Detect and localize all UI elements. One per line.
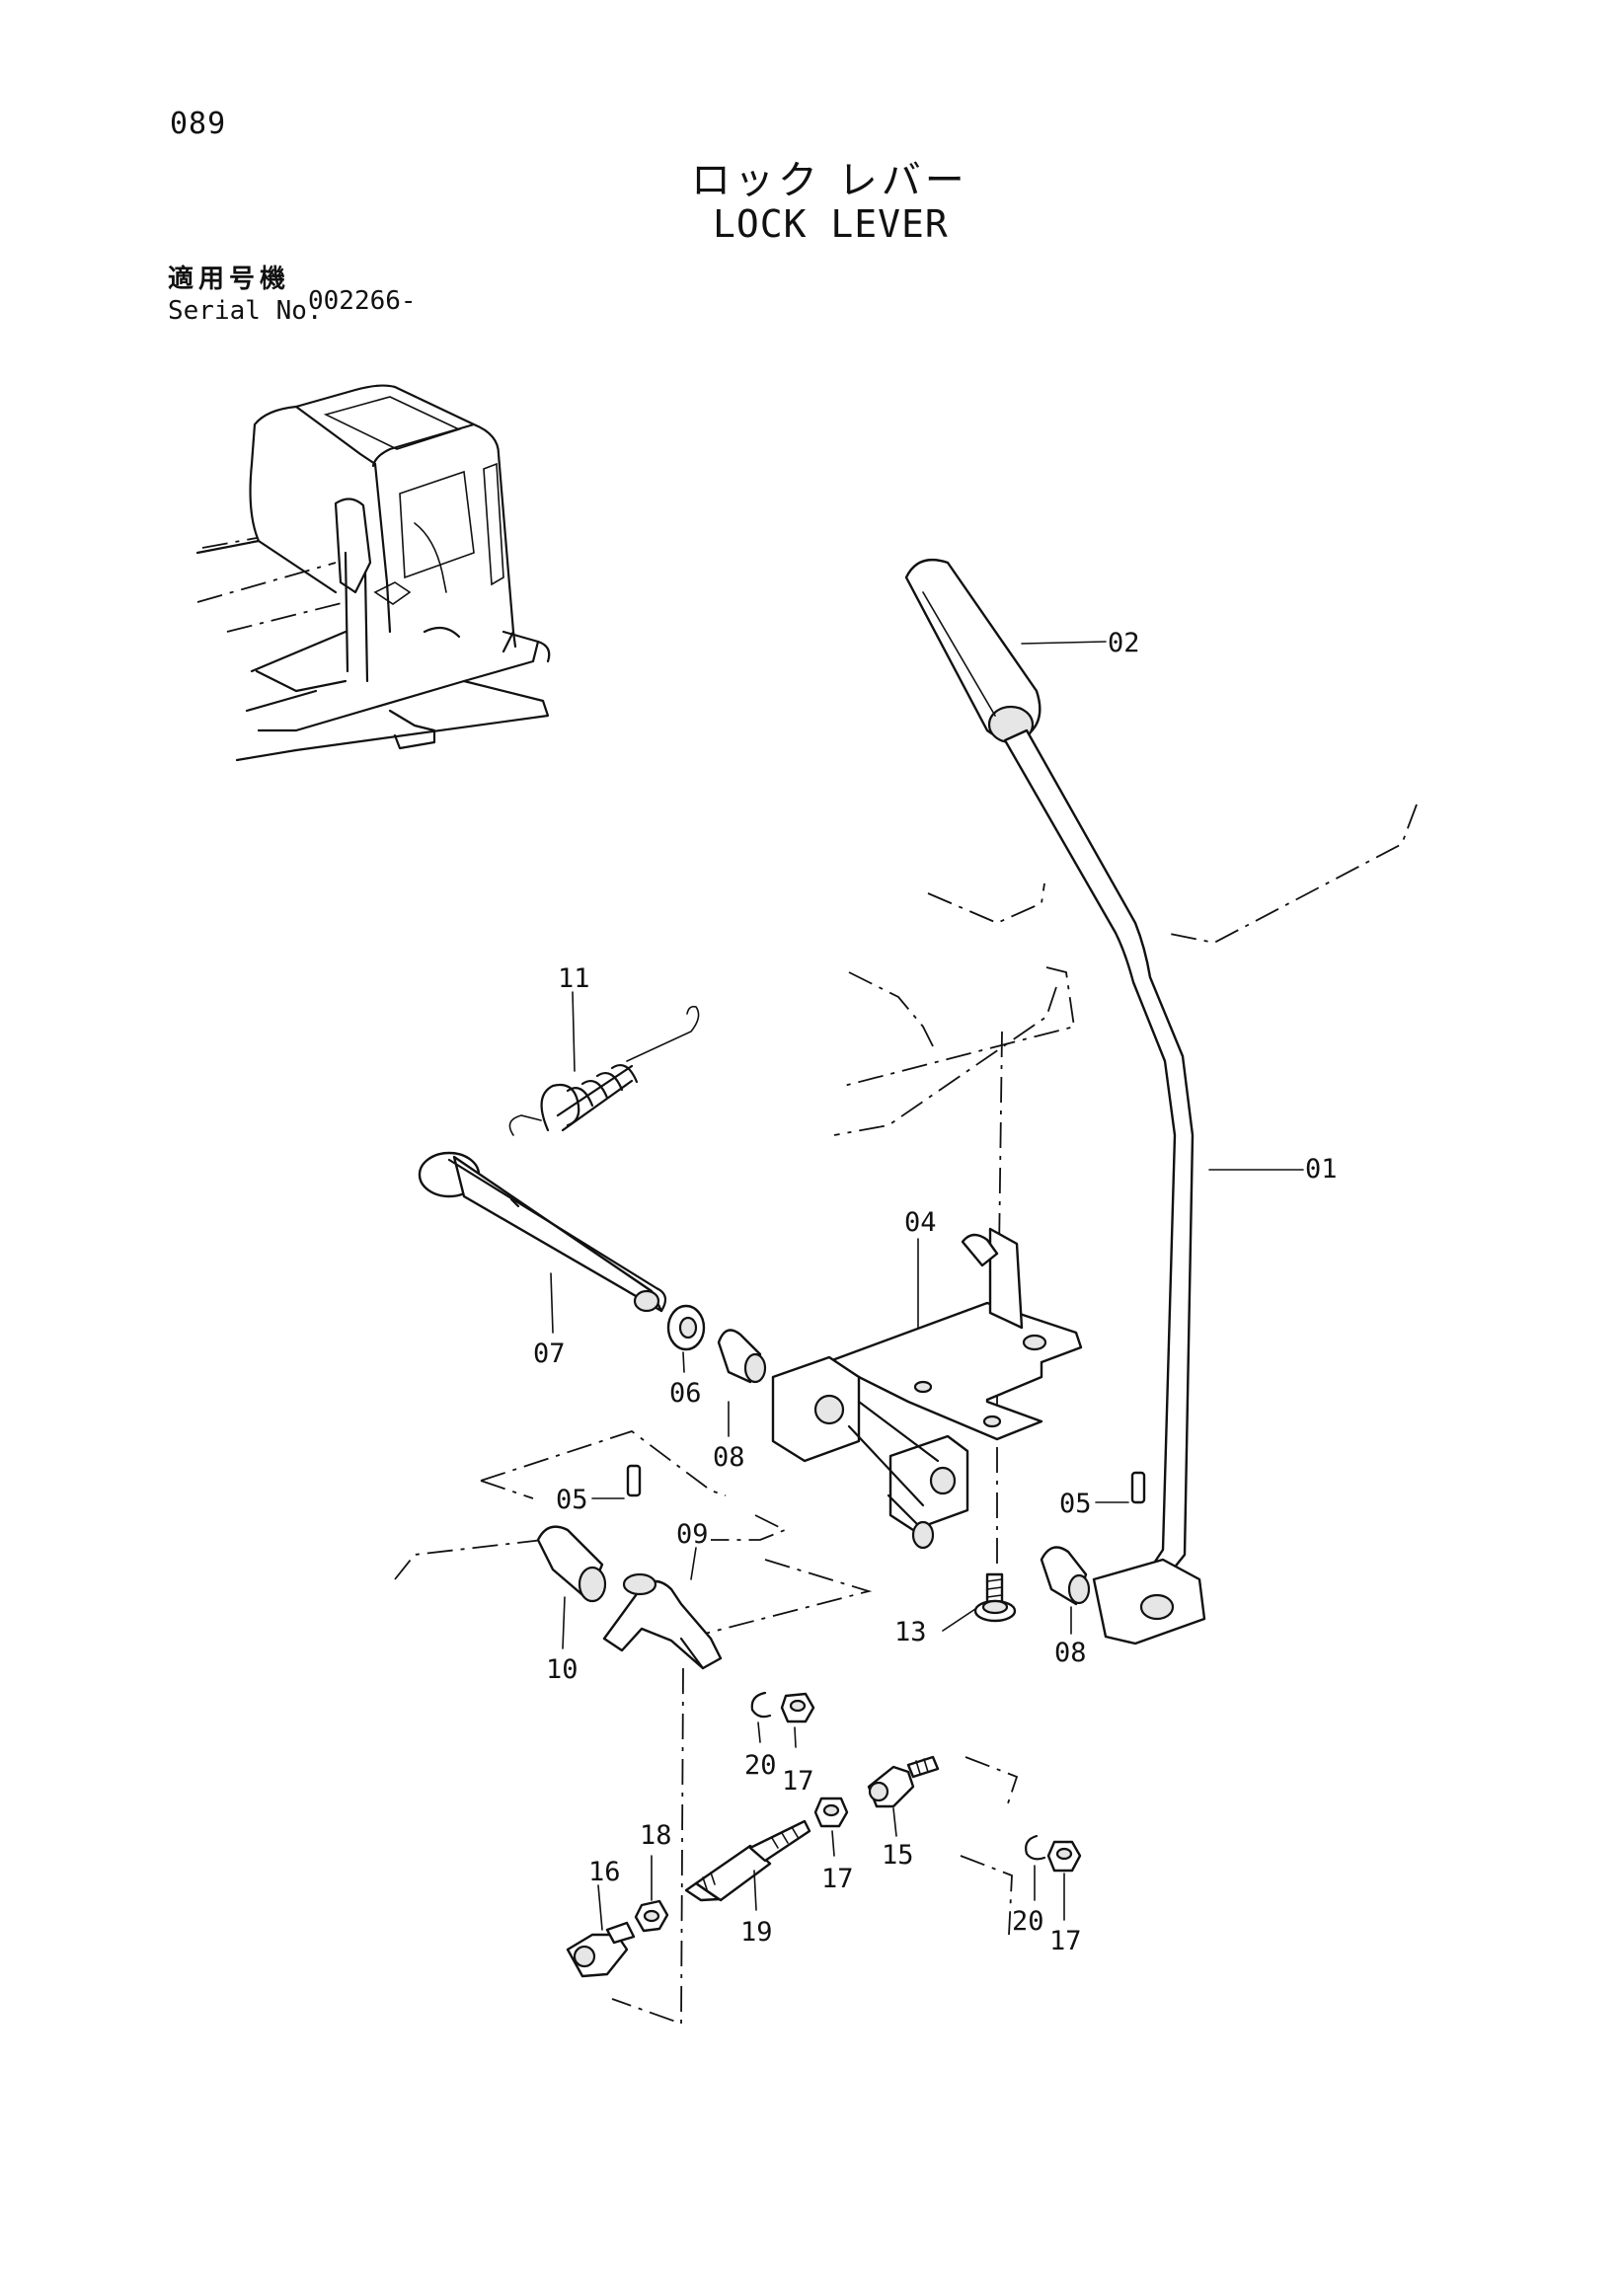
floor-reference-lines (394, 804, 1418, 2026)
part-nut-upper (780, 1692, 815, 1723)
part-ball-joint-upper (867, 1755, 940, 1808)
callout-04: 04 (904, 1207, 937, 1238)
part-pin-left (626, 1464, 642, 1497)
callout-20-upper: 20 (744, 1750, 777, 1781)
callout-20-lower: 20 (1012, 1906, 1044, 1937)
part-arm (602, 1572, 723, 1670)
serial-label-japanese: 適用号機 (168, 265, 291, 294)
page-number: 089 (170, 107, 227, 141)
part-bushing-10 (536, 1525, 607, 1603)
callout-01: 01 (1305, 1154, 1338, 1185)
callout-05-left: 05 (556, 1485, 588, 1515)
part-nut-middle (813, 1797, 849, 1828)
part-spring (508, 1005, 700, 1136)
part-shaft (418, 1151, 667, 1313)
callout-17-middle: 17 (821, 1864, 854, 1894)
callout-16: 16 (588, 1857, 621, 1887)
machine-overview-illustration (195, 384, 551, 762)
title-japanese: ロック レバー (691, 158, 968, 203)
callout-18: 18 (640, 1820, 672, 1851)
callout-07: 07 (533, 1339, 566, 1369)
callout-08-left: 08 (713, 1442, 745, 1473)
part-bracket (771, 1227, 1083, 1550)
callouts: 02 01 04 11 07 06 08 05 05 09 10 13 08 2… (533, 628, 1338, 1956)
callout-06: 06 (669, 1378, 702, 1409)
part-bolt (973, 1572, 1017, 1623)
part-nut-lower (1046, 1840, 1082, 1873)
callout-11: 11 (558, 963, 590, 994)
part-e-ring-upper (750, 1691, 772, 1719)
serial-label-english: Serial No. (168, 296, 323, 326)
title-english: LOCK LEVER (713, 202, 949, 246)
part-ball-joint-lower (566, 1921, 636, 1978)
part-nut-18 (634, 1899, 669, 1933)
callout-13: 13 (894, 1617, 927, 1647)
callout-10: 10 (546, 1654, 579, 1685)
serial-number-value: 002266- (308, 286, 417, 316)
callout-19: 19 (740, 1917, 773, 1948)
callout-17-lower: 17 (1049, 1926, 1082, 1956)
callout-02: 02 (1108, 628, 1140, 658)
callout-08-right: 08 (1054, 1638, 1087, 1668)
part-bushing-left (717, 1329, 767, 1384)
part-e-ring-lower (1025, 1834, 1046, 1861)
part-pin-right (1130, 1471, 1146, 1504)
part-turnbuckle (684, 1819, 811, 1902)
callout-15: 15 (882, 1840, 914, 1871)
callout-05-right: 05 (1059, 1489, 1092, 1519)
leader-lines (550, 641, 1304, 1931)
callout-09: 09 (676, 1519, 709, 1550)
part-grip (904, 558, 1041, 744)
part-bushing-right (1040, 1546, 1091, 1606)
part-lever-rod (1003, 728, 1206, 1645)
callout-17-upper: 17 (782, 1766, 814, 1797)
part-washer (666, 1304, 706, 1351)
